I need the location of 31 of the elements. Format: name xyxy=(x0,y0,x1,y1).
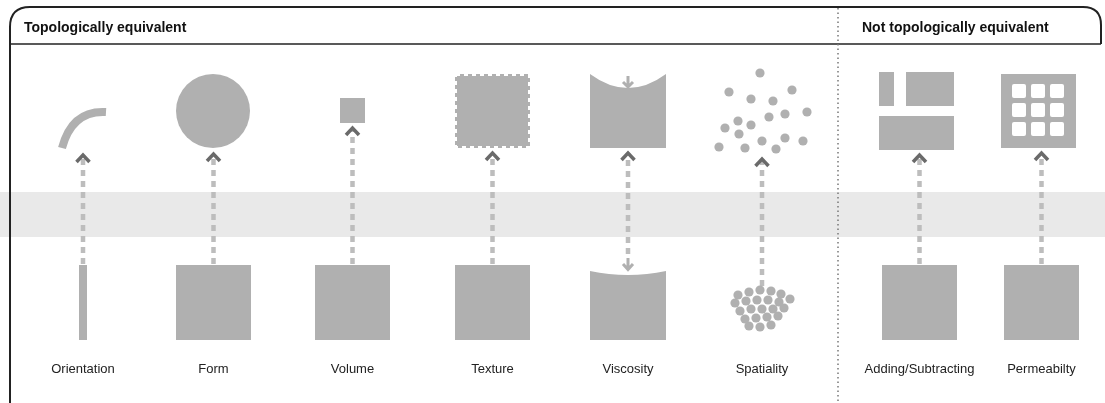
shape-label: Volume xyxy=(330,361,375,376)
dashed-arrow xyxy=(619,151,637,254)
square xyxy=(315,265,390,340)
dashed-arrow xyxy=(911,153,928,264)
shape-label: Form xyxy=(198,361,229,376)
shape-label: Viscosity xyxy=(602,361,654,376)
square xyxy=(340,98,365,123)
shape-label: Permeabilty xyxy=(1007,361,1076,376)
dashed-arrow xyxy=(1033,151,1050,264)
square xyxy=(882,265,957,340)
dashed-arrow xyxy=(344,126,361,264)
square xyxy=(455,265,530,340)
bar xyxy=(79,265,87,340)
dashed-arrow xyxy=(484,151,501,264)
perforated-square-drawing xyxy=(1001,74,1076,148)
dented-block xyxy=(590,271,666,340)
shape-label: Orientation xyxy=(51,361,115,376)
split-blocks-drawing xyxy=(879,72,954,150)
shape-label: Adding/Subtracting xyxy=(864,361,975,376)
dashed-arrow xyxy=(74,153,92,264)
square xyxy=(176,265,251,340)
stamp-edged-square xyxy=(455,74,530,148)
dashed-arrow xyxy=(753,157,771,286)
shape-label: Spatiality xyxy=(735,361,789,376)
dashed-arrow xyxy=(205,152,222,264)
section-heading: Not topologically equivalent xyxy=(862,19,1049,35)
curved-block-drawing xyxy=(590,74,666,148)
shape-label: Texture xyxy=(471,361,514,376)
square xyxy=(1004,265,1079,340)
section-heading: Topologically equivalent xyxy=(24,19,187,35)
circle xyxy=(175,73,251,149)
